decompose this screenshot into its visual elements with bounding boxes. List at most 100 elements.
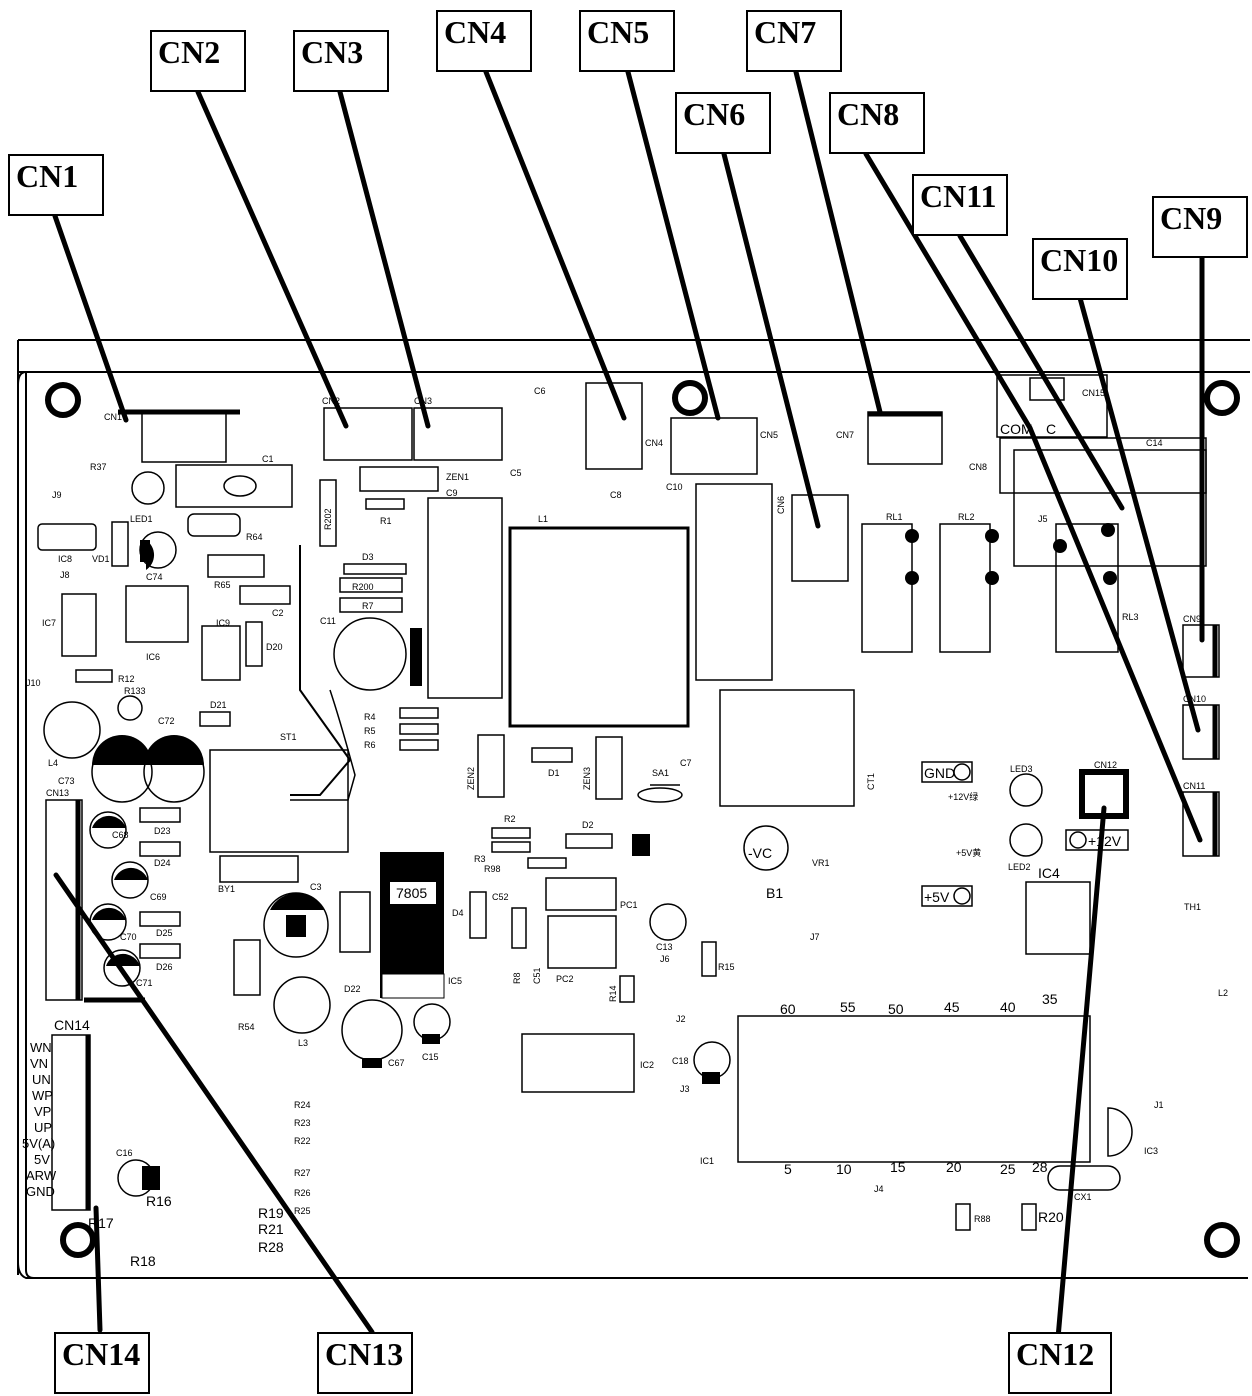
label-cn12: CN12 [1094, 760, 1117, 770]
label-cn10: CN10 [1183, 694, 1206, 704]
mounting-holes [45, 380, 1240, 1258]
label-b1: B1 [766, 885, 783, 901]
label-c69: C69 [150, 892, 167, 902]
label-l4: L4 [48, 758, 58, 768]
label-c7: C7 [680, 758, 692, 768]
label-plus5v: +5V [924, 889, 950, 905]
label-r4: R4 [364, 712, 376, 722]
label-r202: R202 [323, 508, 333, 530]
label-r18: R18 [130, 1253, 156, 1269]
label-j6: J6 [660, 954, 670, 964]
label-d21: D21 [210, 700, 227, 710]
label-d25: D25 [156, 928, 173, 938]
board-labels: CN1 CN2 CN3 CN4 CN5 CN6 CN7 CN8 CN9 CN10… [26, 386, 1228, 1269]
callout-cn8: CN8 [829, 92, 925, 154]
label-c67: C67 [388, 1058, 405, 1068]
label-r15: R15 [718, 962, 735, 972]
callout-cn9: CN9 [1152, 196, 1248, 258]
label-c73: C73 [58, 776, 75, 786]
callout-cn1: CN1 [8, 154, 104, 216]
label-r17: R17 [88, 1215, 114, 1231]
label-r37: R37 [90, 462, 107, 472]
label-c16: C16 [116, 1148, 133, 1158]
label-c3: C3 [310, 882, 322, 892]
label-j8: J8 [60, 570, 70, 580]
label-ic9: IC9 [216, 618, 230, 628]
label-r133: R133 [124, 686, 146, 696]
callout-cn6: CN6 [675, 92, 771, 154]
cn14-pin-labels: WN VN UN WP VP UP 5V(A) 5V ARW GND [22, 1040, 57, 1199]
label-r12: R12 [118, 674, 135, 684]
label-j5: J5 [1038, 514, 1048, 524]
label-c18: C18 [672, 1056, 689, 1066]
connector-footprints [45, 374, 1220, 1211]
label-d3: D3 [362, 552, 374, 562]
label-rl3: RL3 [1122, 612, 1139, 622]
ic1-pin-number: 45 [944, 999, 960, 1015]
ic1-pin-number: 25 [1000, 1161, 1016, 1177]
label-d4: D4 [452, 908, 464, 918]
label-c15: C15 [422, 1052, 439, 1062]
label-ic4: IC4 [1038, 865, 1060, 881]
label-r24: R24 [294, 1100, 311, 1110]
label-zen3: ZEN3 [582, 767, 592, 790]
label-ct1: CT1 [866, 773, 876, 790]
components [37, 464, 1133, 1231]
callout-leader-lines [52, 69, 1205, 1341]
callout-cn13: CN13 [317, 1332, 413, 1394]
ic1-pin-number: 10 [836, 1161, 852, 1177]
label-c74: C74 [146, 572, 163, 582]
label-c1: C1 [262, 454, 274, 464]
label-ic1: IC1 [700, 1156, 714, 1166]
label-r26: R26 [294, 1188, 311, 1198]
label-zen2: ZEN2 [466, 767, 476, 790]
cn14-pin-label: WN [30, 1040, 52, 1055]
label-r2: R2 [504, 814, 516, 824]
label-r54: R54 [238, 1022, 255, 1032]
label-r6: R6 [364, 740, 376, 750]
label-led2: LED2 [1008, 862, 1031, 872]
label-r27: R27 [294, 1168, 311, 1178]
label-7805: 7805 [396, 885, 427, 901]
label-l3: L3 [298, 1038, 308, 1048]
label-r5: R5 [364, 726, 376, 736]
label-c: C [1046, 421, 1056, 437]
label-st1: ST1 [280, 732, 297, 742]
label-cn9: CN9 [1183, 614, 1201, 624]
callout-cn11: CN11 [912, 174, 1008, 236]
label-j1: J1 [1154, 1100, 1164, 1110]
label-led1: LED1 [130, 514, 153, 524]
label-c14: C14 [1146, 438, 1163, 448]
label-d22: D22 [344, 984, 361, 994]
label-c8: C8 [610, 490, 622, 500]
cn14-pin-label: VP [34, 1104, 51, 1119]
callout-cn4: CN4 [436, 10, 532, 72]
ic1-pin-number: 28 [1032, 1159, 1048, 1175]
label-ic8: IC8 [58, 554, 72, 564]
label-ic7: IC7 [42, 618, 56, 628]
ic1-pin-number: 50 [888, 1001, 904, 1017]
label-cn7: CN7 [836, 430, 854, 440]
label-r28: R28 [258, 1239, 284, 1255]
label-r20: R20 [1038, 1209, 1064, 1225]
label-cn2: CN2 [322, 396, 340, 406]
callout-cn7: CN7 [746, 10, 842, 72]
label-cn1: CN1 [104, 412, 122, 422]
label-d20: D20 [266, 642, 283, 652]
label-r19: R19 [258, 1205, 284, 1221]
cn14-pin-label: 5V [34, 1152, 50, 1167]
cn14-pin-label: ARW [26, 1168, 57, 1183]
label-cn5: CN5 [760, 430, 778, 440]
label-vr1: VR1 [812, 858, 830, 868]
callout-cn5: CN5 [579, 10, 675, 72]
label-d1: D1 [548, 768, 560, 778]
label-pc2: PC2 [556, 974, 574, 984]
label-c2: C2 [272, 608, 284, 618]
label-r23: R23 [294, 1118, 311, 1128]
cn14-pin-label: UP [34, 1120, 52, 1135]
label-gnd: GND [924, 765, 955, 781]
ic1-pin-number: 60 [780, 1001, 796, 1017]
led3-note: +12V绿 [948, 791, 978, 802]
label-c9: C9 [446, 488, 458, 498]
